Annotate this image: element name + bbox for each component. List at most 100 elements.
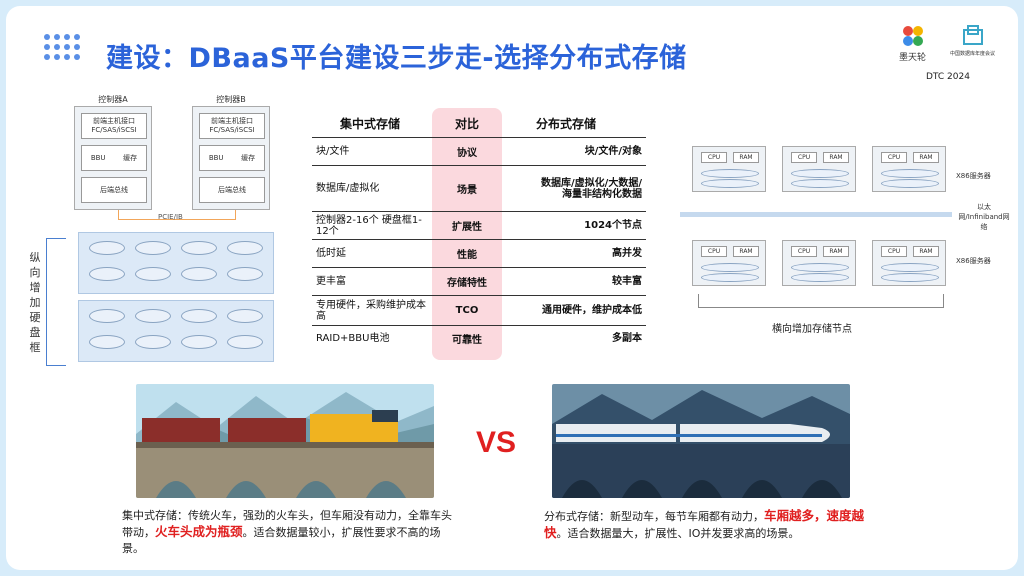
ram-chip: RAM (913, 152, 939, 163)
caption-text: 分布式存储：新型动车，每节车厢都有动力， (544, 510, 764, 523)
versus-label: VS (476, 426, 517, 459)
cell-centralized: RAID+BBU电池 (316, 332, 390, 344)
table-row: 块/文件 协议 块/文件/对象 (312, 138, 646, 166)
cell-distributed: 多副本 (612, 332, 642, 344)
cpu-chip: CPU (881, 246, 907, 257)
frontend-port-box: 前端主机接口 FC/SAS/iSCSI (81, 113, 147, 139)
x86-server: CPU RAM (692, 146, 766, 192)
table-row: 数据库/虚拟化 场景 数据库/虚拟化/大数据/海量非结构化数据 (312, 166, 646, 212)
slide: 建设：DBaaS平台建设三步走-选择分布式存储 墨天轮 中国数据库年度会议 DT… (6, 6, 1018, 570)
brand-logo: 墨天轮 (899, 24, 926, 63)
cpu-chip: CPU (701, 152, 727, 163)
pcie-link (118, 210, 236, 220)
caption-highlight: 车厢越多，速度越快 (544, 508, 865, 540)
cell-centralized: 专用硬件，采购维护成本高 (316, 299, 426, 322)
table-row: RAID+BBU电池 可靠性 多副本 (312, 326, 646, 350)
network-label: 以太网/Infiniband网络 (958, 203, 1010, 231)
header-centralized: 集中式存储 (340, 117, 401, 131)
server-label: X86服务器 (956, 172, 991, 180)
cache-label: 缓存 (123, 154, 138, 162)
freight-train-image (136, 384, 434, 498)
controller-a: 控制器A 前端主机接口 FC/SAS/iSCSI BBU 缓存 后端总线 (74, 95, 152, 210)
disk (701, 273, 759, 282)
cell-compare: 场景 (457, 185, 477, 196)
ram-chip: RAM (823, 246, 849, 257)
disk-shelf (78, 300, 274, 362)
header-compare: 对比 (454, 117, 479, 131)
protocols-label: FC/SAS/iSCSI (91, 126, 137, 134)
cell-distributed: 数据库/虚拟化/大数据/海量非结构化数据 (541, 177, 642, 200)
horizontal-brace (698, 294, 944, 308)
cell-centralized: 更丰富 (316, 276, 346, 287)
org-logo-text: 中国数据库年度会议 (950, 51, 996, 57)
ram-chip: RAM (733, 246, 759, 257)
caption-text: 。适合数据量大，扩展性、IO并发要求高的场景。 (556, 527, 800, 540)
cell-centralized: 块/文件 (316, 146, 350, 157)
cell-distributed: 高并发 (612, 248, 642, 259)
cell-compare: 可靠性 (452, 334, 482, 346)
disk (881, 263, 939, 272)
caption-distributed: 分布式存储：新型动车，每节车厢都有动力，车厢越多，速度越快。适合数据量大，扩展性… (544, 508, 874, 542)
disk (791, 169, 849, 178)
disk (881, 169, 939, 178)
disk-shelf (78, 232, 274, 294)
backend-bus-box: 后端总线 (81, 177, 147, 203)
controller-a-label: 控制器A (98, 95, 128, 104)
cpu-chip: CPU (791, 152, 817, 163)
bullet-train-image (552, 384, 850, 498)
page-title: 建设：DBaaS平台建设三步走-选择分布式存储 (106, 43, 687, 74)
backend-bus-box: 后端总线 (199, 177, 265, 203)
ram-chip: RAM (823, 152, 849, 163)
cell-compare: 性能 (457, 250, 477, 261)
bbu-cache-box: BBU 缓存 (199, 145, 265, 171)
compare-column-highlight (432, 108, 502, 360)
disk (881, 273, 939, 282)
frontend-port-box: 前端主机接口 FC/SAS/iSCSI (199, 113, 265, 139)
ram-chip: RAM (733, 152, 759, 163)
brand-logo-text: 墨天轮 (899, 53, 927, 63)
cell-centralized: 控制器2-16个 硬盘框1-12个 (316, 214, 422, 237)
table-row: 更丰富 存储特性 较丰富 (312, 268, 646, 296)
disk (881, 179, 939, 188)
vertical-brace (46, 238, 66, 366)
horizontal-scale-label: 横向增加存储节点 (772, 324, 852, 335)
org-logo-icon (961, 24, 985, 48)
pcie-label: PCIE/IB (158, 213, 183, 221)
disk (791, 273, 849, 282)
cell-compare: 扩展性 (452, 222, 482, 233)
controller-b-label: 控制器B (216, 95, 246, 104)
caption-text: 。适合数据量较小，扩展性要求不高的场景。 (122, 526, 441, 555)
bbu-label: BBU (90, 154, 106, 162)
table-row: 低时延 性能 高并发 (312, 240, 646, 268)
frontend-port-label: 前端主机接口 (93, 117, 135, 125)
frontend-port-label: 前端主机接口 (211, 117, 253, 125)
caption-text: 集中式存储：传统火车，强劲的火车头，但车厢没有动力，全靠车头带动， (122, 509, 452, 539)
server-label: X86服务器 (956, 257, 991, 265)
decor-dots (44, 34, 80, 60)
disk (791, 179, 849, 188)
cell-centralized: 低时延 (316, 248, 346, 259)
network-bus (680, 212, 952, 217)
event-label: DTC 2024 (926, 72, 970, 82)
cpu-chip: CPU (881, 152, 907, 163)
caption-highlight: 火车头成为瓶颈 (155, 524, 243, 539)
x86-server: CPU RAM (782, 146, 856, 192)
x86-server: CPU RAM (872, 146, 946, 192)
x86-server: CPU RAM (692, 240, 766, 286)
disk (701, 179, 759, 188)
header-distributed: 分布式存储 (536, 117, 597, 131)
vertical-scale-label: 纵向增加硬盘框 (29, 251, 41, 354)
cpu-chip: CPU (791, 246, 817, 257)
controller-b: 控制器B 前端主机接口 FC/SAS/iSCSI BBU 缓存 后端总线 (192, 95, 270, 210)
cell-centralized: 数据库/虚拟化 (316, 183, 380, 194)
brand-logo-icon (901, 24, 925, 48)
disk (791, 263, 849, 272)
bbu-label: BBU (208, 154, 224, 162)
x86-server: CPU RAM (782, 240, 856, 286)
protocols-label: FC/SAS/iSCSI (209, 126, 255, 134)
org-logo: 中国数据库年度会议 (950, 24, 995, 57)
caption-centralized: 集中式存储：传统火车，强劲的火车头，但车厢没有动力，全靠车头带动，火车头成为瓶颈… (122, 508, 452, 557)
cell-distributed: 通用硬件，维护成本低 (542, 305, 642, 316)
cpu-chip: CPU (701, 246, 727, 257)
